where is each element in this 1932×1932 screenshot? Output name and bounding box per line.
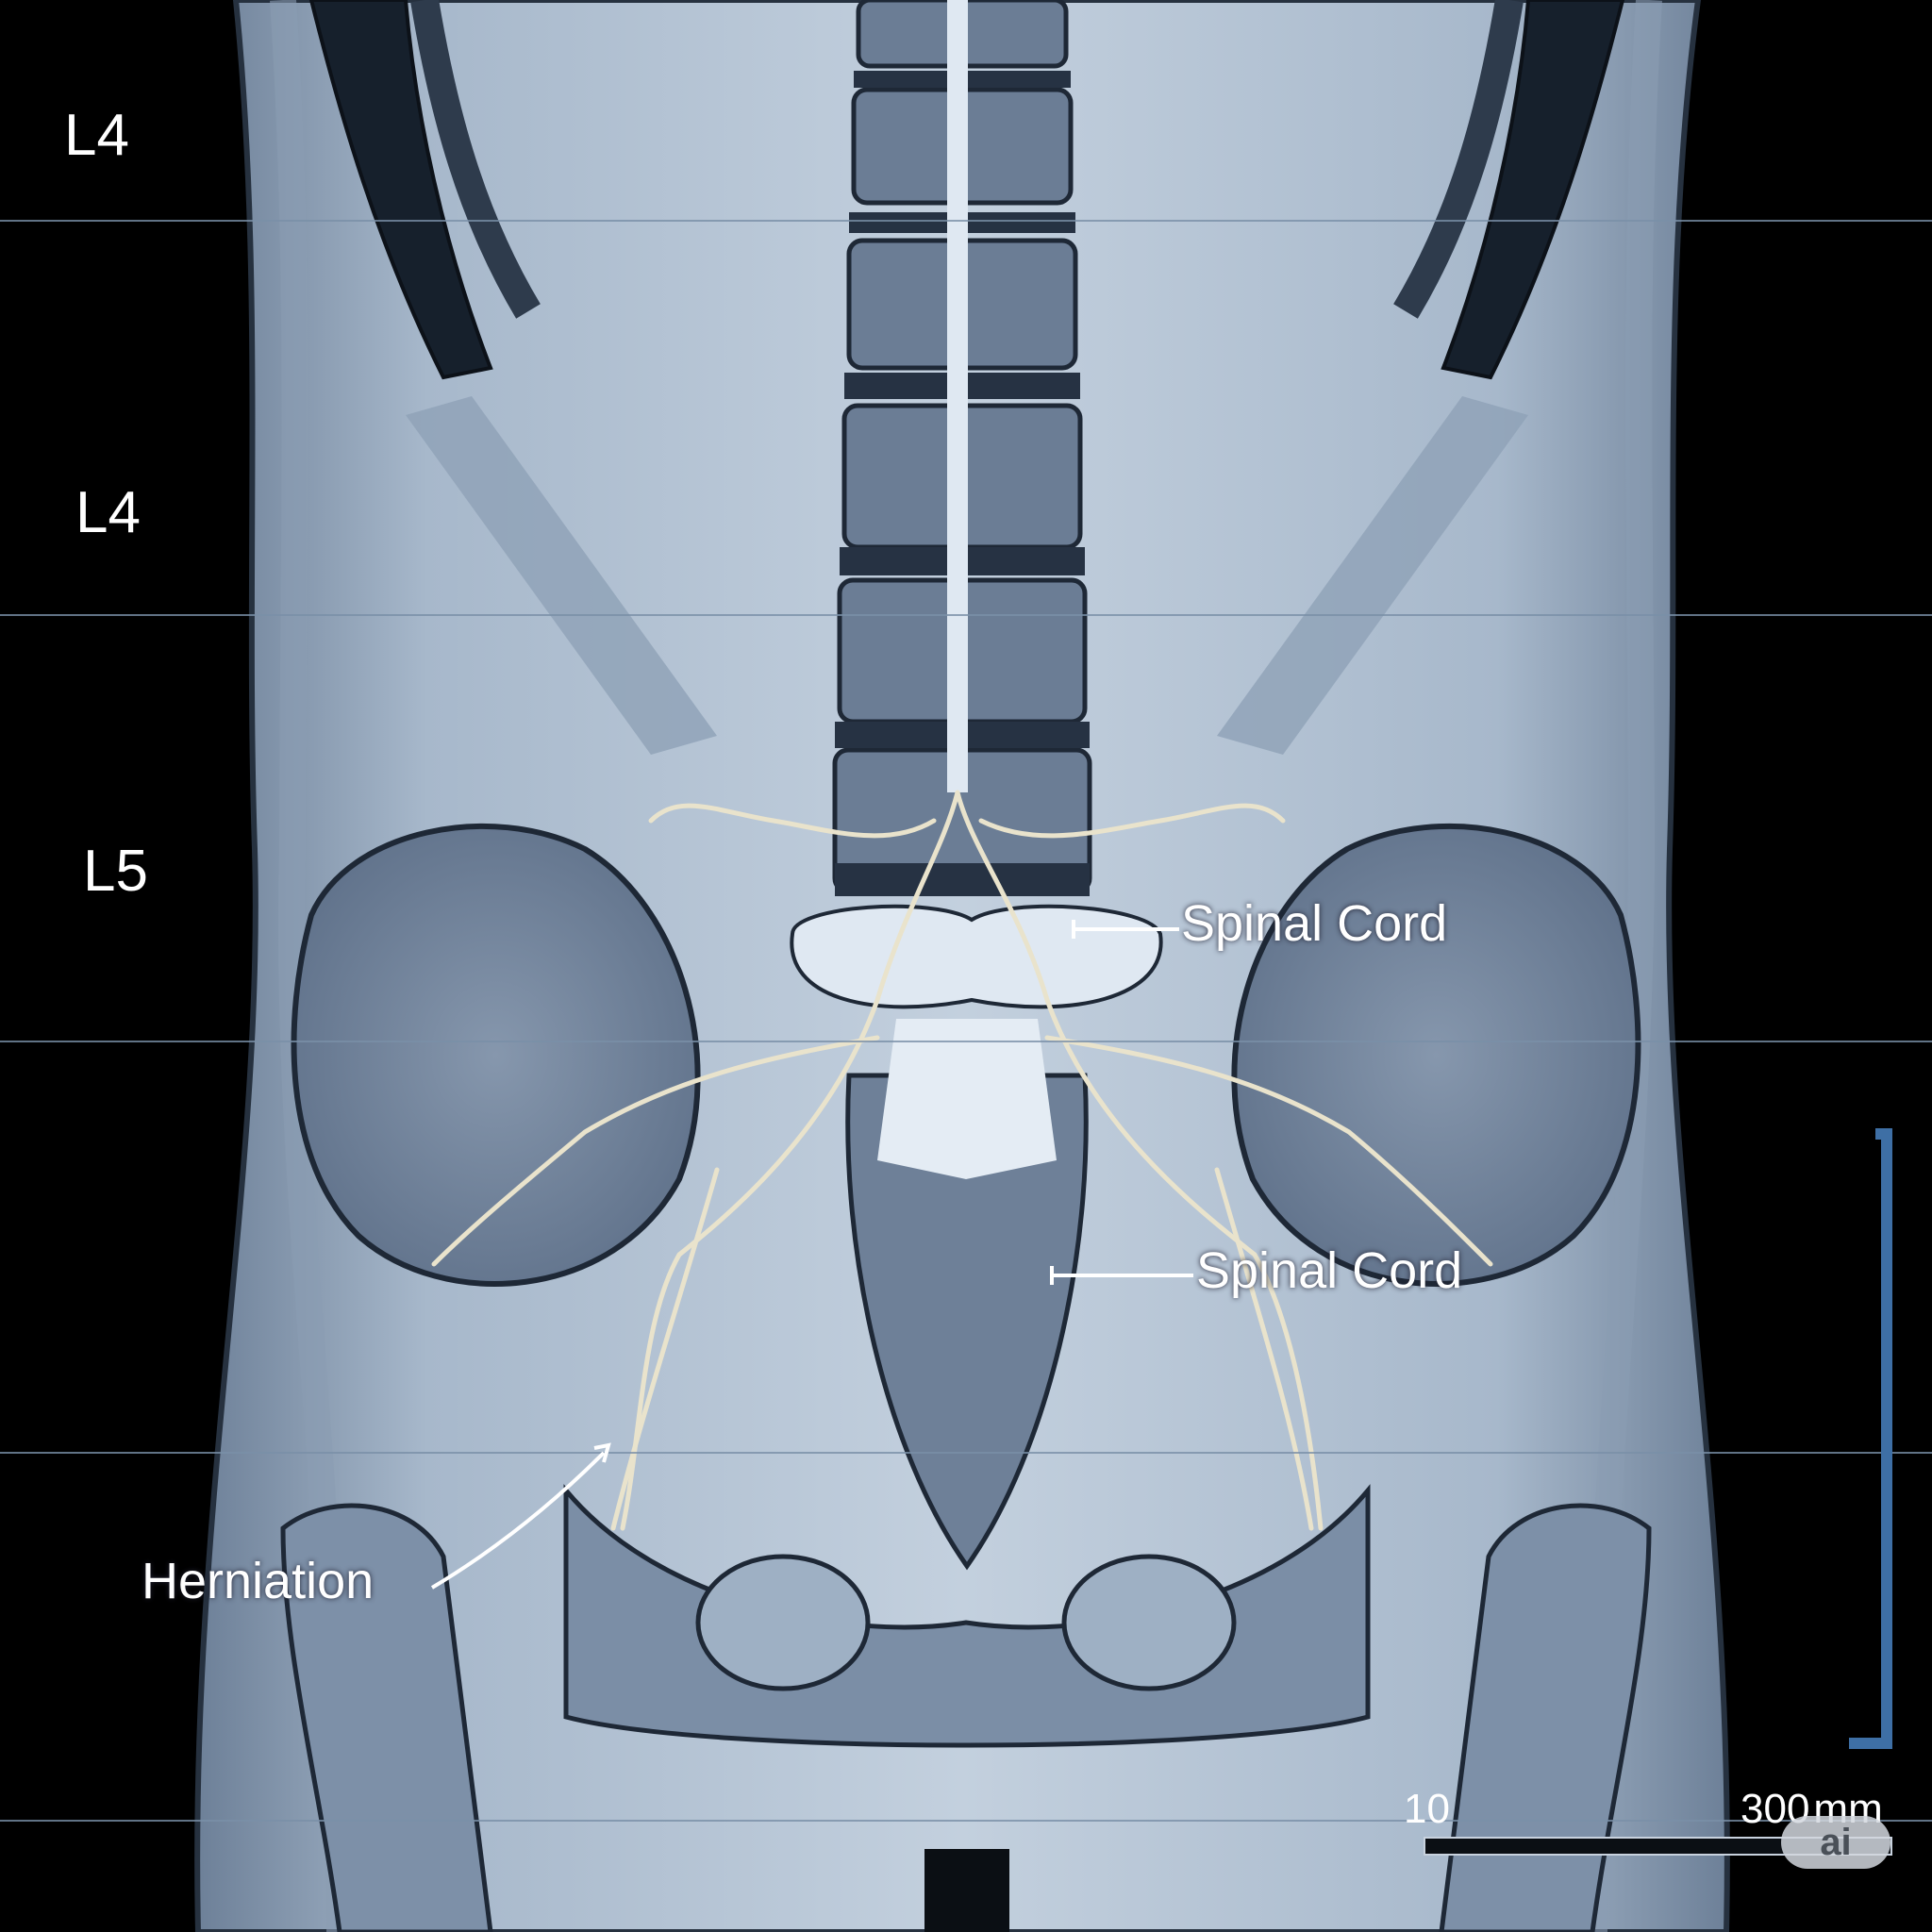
callout-leaders bbox=[430, 920, 1193, 1590]
right-rib-cavity bbox=[1441, 0, 1625, 380]
right-iliac-wing bbox=[1231, 824, 1641, 1287]
left-femur bbox=[280, 1503, 493, 1932]
scale-bracket bbox=[1849, 1128, 1892, 1749]
callout-spinal-cord-upper: Spinal Cord bbox=[1181, 895, 1448, 952]
level-label-l4-upper: L4 bbox=[64, 103, 129, 168]
groin-gap bbox=[924, 1849, 1009, 1932]
dural-sac bbox=[790, 904, 1163, 1009]
scale-start-label: 10 bbox=[1404, 1786, 1450, 1832]
level-guide-lines bbox=[0, 220, 1932, 1822]
callout-spinal-cord-lower: Spinal Cord bbox=[1196, 1242, 1463, 1299]
ai-watermark-badge: ai bbox=[1781, 1816, 1890, 1869]
right-psoas bbox=[1217, 396, 1528, 755]
left-iliac-wing bbox=[291, 824, 701, 1287]
scale-bar-line bbox=[1424, 1837, 1892, 1856]
level-label-l4-middle: L4 bbox=[75, 480, 141, 545]
callout-herniation: Herniation bbox=[142, 1553, 375, 1609]
spinal-cord bbox=[947, 0, 968, 792]
right-obturator bbox=[1061, 1554, 1237, 1691]
sacrum bbox=[845, 1073, 1089, 1571]
left-rib-cavity bbox=[308, 0, 493, 380]
left-psoas bbox=[406, 396, 717, 755]
nerve-roots bbox=[431, 790, 1493, 1531]
level-label-l5: L5 bbox=[83, 839, 148, 904]
right-femur bbox=[1439, 1503, 1652, 1932]
watermark-text: ai bbox=[1820, 1821, 1852, 1863]
left-obturator bbox=[695, 1554, 871, 1691]
